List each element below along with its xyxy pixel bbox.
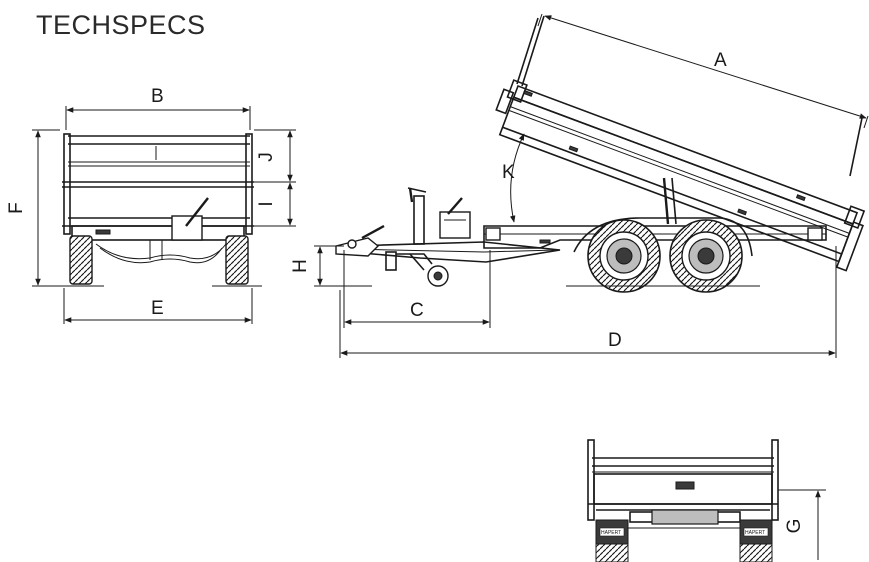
dimension-label-c: C — [410, 300, 424, 321]
side-view — [314, 13, 869, 358]
dimension-label-k: K — [502, 162, 515, 183]
dimension-label-g: G — [784, 519, 805, 534]
dimension-label-f: F — [6, 202, 27, 214]
mudflap-plate-right: HAPERT — [745, 530, 765, 536]
side-wheel-front — [587, 219, 661, 293]
dimension-label-b: B — [151, 86, 164, 107]
dimension-label-e: E — [151, 298, 164, 319]
dimension-label-h: H — [290, 259, 311, 273]
front-view — [32, 106, 296, 324]
dimension-label-i: I — [256, 201, 277, 206]
dimension-label-d: D — [608, 330, 622, 351]
dimension-label-a: A — [714, 50, 727, 71]
side-wheel-rear — [669, 219, 743, 293]
rear-view: HAPERT HAPERT — [587, 439, 826, 562]
dimension-label-j: J — [256, 152, 277, 162]
mudflap-plate-left: HAPERT — [601, 530, 621, 536]
page-title: TECHSPECS — [36, 10, 206, 40]
